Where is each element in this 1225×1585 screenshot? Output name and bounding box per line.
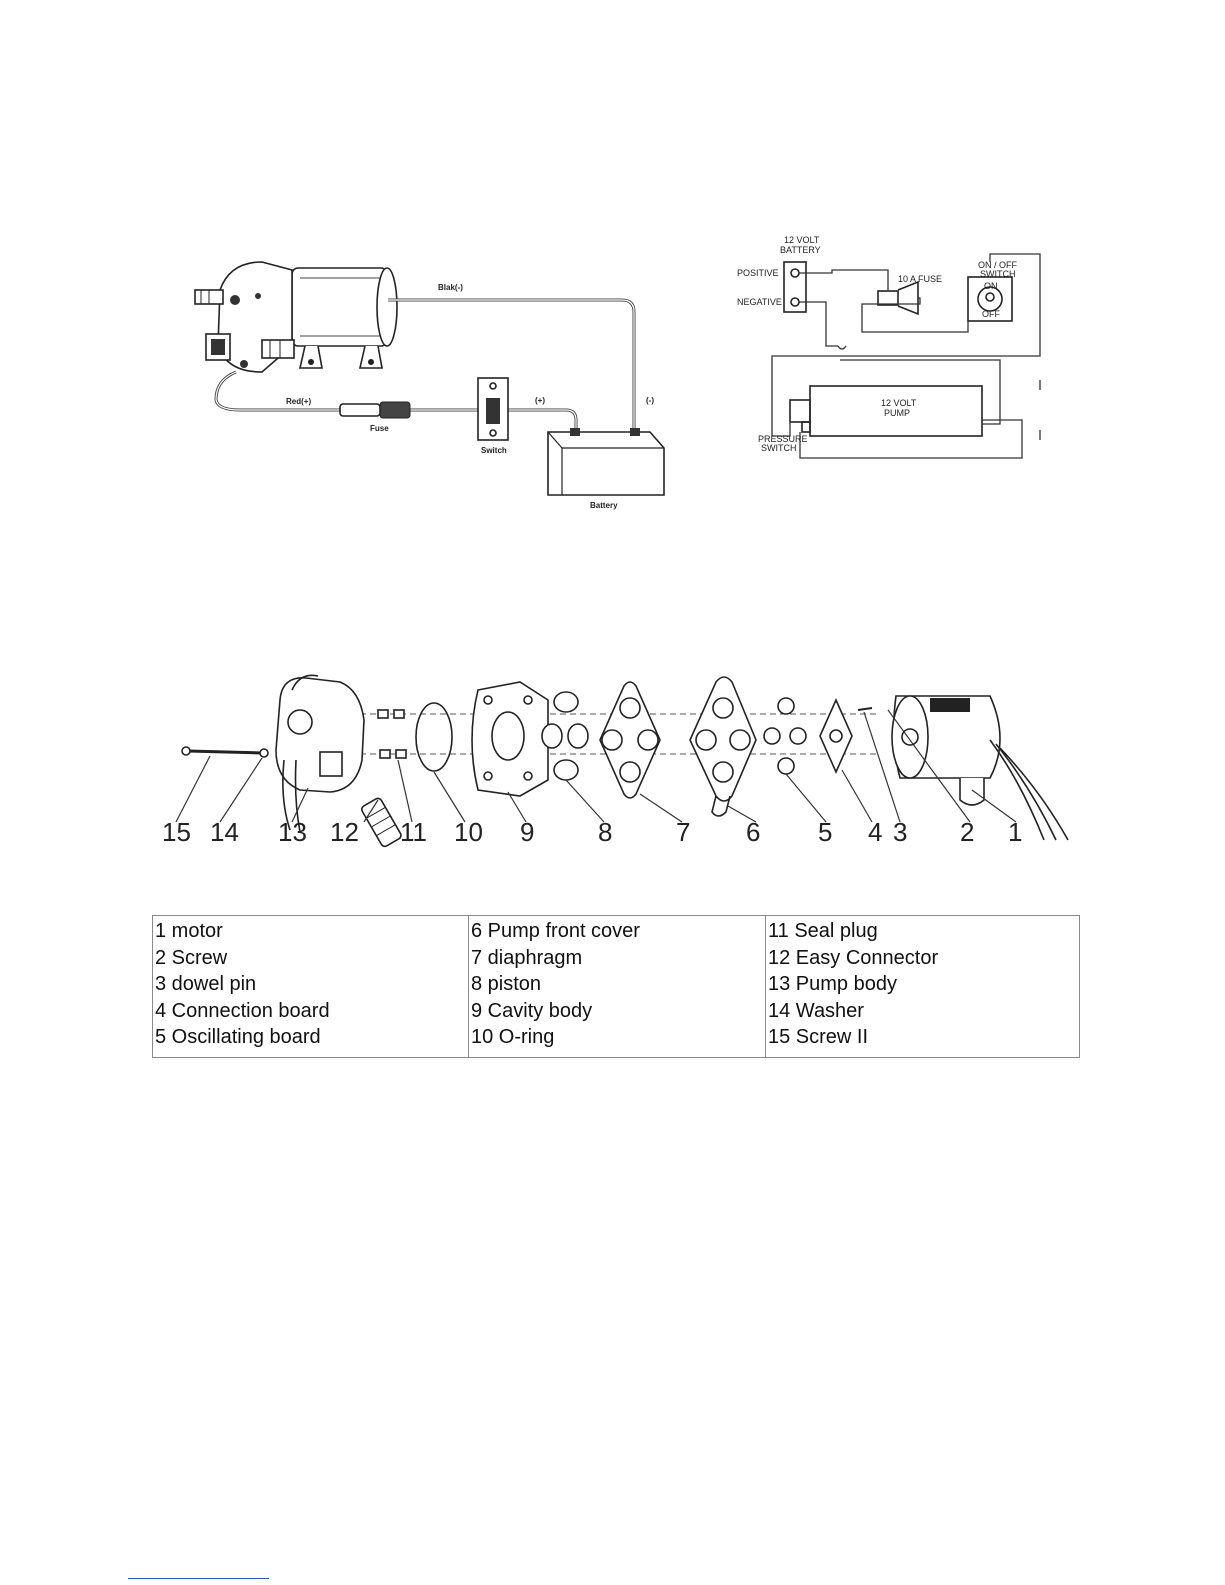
part-item: 8 piston <box>471 973 542 995</box>
wiring <box>214 298 636 432</box>
part-item: 3 dowel pin <box>155 973 257 995</box>
parts-column-3: 11 Seal plug 12 Easy Connector 13 Pump b… <box>765 915 1080 1058</box>
parts-column-2: 6 Pump front cover 7 diaphragm 8 piston … <box>468 915 766 1058</box>
part-item: 9 Cavity body <box>471 999 593 1022</box>
table-row: 1 motor 2 Screw 3 dowel pin 4 Connection… <box>152 915 1080 1058</box>
part-item: 7 diaphragm <box>471 946 583 969</box>
negative-terminal-label: (-) <box>646 396 654 405</box>
part-item: 12 Easy Connector <box>768 946 939 969</box>
fuse-label: Fuse <box>370 424 389 433</box>
part-item: 4 Connection board <box>155 999 330 1022</box>
red-wire-label: Red(+) <box>286 397 311 406</box>
battery <box>547 428 665 496</box>
switch-label: Switch <box>481 446 507 455</box>
positive-terminal-label: (+) <box>535 396 545 405</box>
part-item: 6 Pump front cover <box>471 920 640 942</box>
toggle-switch <box>477 377 509 441</box>
pump-illustration <box>194 261 398 373</box>
part-item: 5 Oscillating board <box>155 1026 321 1048</box>
part-item: 11 Seal plug <box>768 920 878 942</box>
part-item: 13 Pump body <box>768 973 897 995</box>
part-item: 15 Screw II <box>768 1026 869 1048</box>
parts-table: 1 motor 2 Screw 3 dowel pin 4 Connection… <box>152 915 1080 1058</box>
part-item: 14 Washer <box>768 999 864 1022</box>
parts-column-1: 1 motor 2 Screw 3 dowel pin 4 Connection… <box>152 915 469 1058</box>
footer-rule <box>128 1578 269 1579</box>
fuse-holder <box>339 401 411 419</box>
part-item: 2 Screw <box>155 946 228 969</box>
black-wire-label: Blak(-) <box>438 283 463 292</box>
battery-label: Battery <box>590 501 618 510</box>
part-item: 10 O-ring <box>471 1026 555 1048</box>
part-item: 1 motor <box>155 920 223 942</box>
